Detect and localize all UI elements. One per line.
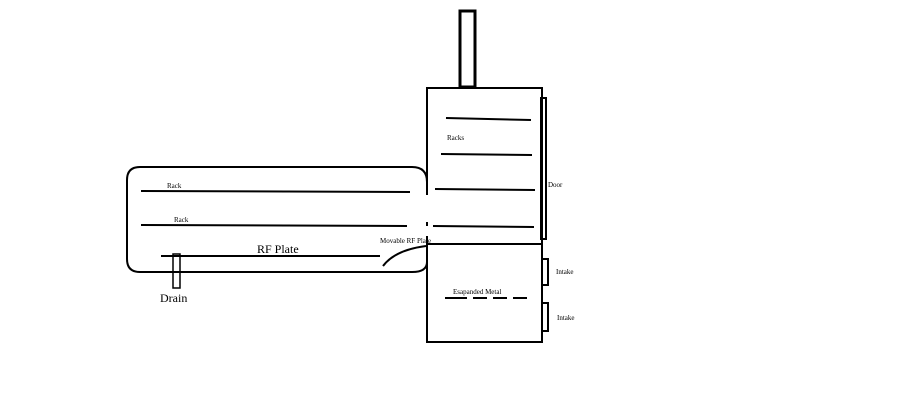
horizontal-chamber <box>126 166 428 273</box>
label-drain: Drain <box>160 291 187 305</box>
chimney <box>458 9 477 89</box>
label-intake-top: Intake <box>556 268 574 276</box>
label-expanded-metal: Esapanded Metal <box>453 288 501 296</box>
label-rack-top: Rack <box>167 182 182 190</box>
label-intake-bottom: Intake <box>557 314 575 322</box>
door <box>540 97 547 240</box>
label-racks: Racks <box>447 134 464 142</box>
vertical-rack-3 <box>434 188 536 191</box>
rack-line-bottom <box>140 224 408 227</box>
label-door: Door <box>548 181 563 189</box>
vertical-rack-2 <box>440 153 533 156</box>
vertical-rack-4 <box>432 225 535 228</box>
label-rf-plate: RF Plate <box>257 242 299 256</box>
vertical-rack-1 <box>445 117 532 121</box>
rack-line-top <box>140 190 411 193</box>
vertical-chamber <box>426 87 543 343</box>
label-rack-bottom: Rack <box>174 216 189 224</box>
movable-rf-plate <box>382 245 427 267</box>
label-movable-rf-plate: Movable RF Plate <box>380 237 431 245</box>
intake-top-vent <box>541 258 549 286</box>
intake-bottom-vent <box>541 302 549 332</box>
drain-pipe <box>172 253 181 289</box>
